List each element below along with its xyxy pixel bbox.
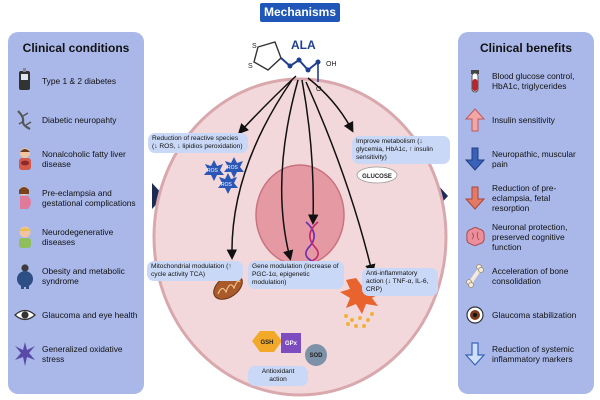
benefit-label: Reduction of systemic inflammatory marke…: [492, 343, 574, 364]
benefit-item: Reduction of systemic inflammatory marke…: [464, 334, 588, 373]
arrow-down-icon: [464, 341, 486, 366]
brain-icon: [466, 226, 485, 246]
condition-label: Diabetic neuropahty: [42, 114, 117, 125]
benefit-label: Blood glucose control, HbA1c, triglyceri…: [492, 70, 575, 91]
condition-label: Generalized oxidative stress: [42, 343, 123, 364]
elderly-person-icon: [19, 226, 31, 248]
benefit-item: Glaucoma stabilization: [464, 295, 588, 334]
sulfur-label: S: [252, 43, 257, 50]
callout-gene: Gene modulation (increase of PGC-1α, epi…: [248, 261, 344, 289]
benefit-label: Acceleration of bone consolidation: [492, 265, 569, 286]
arrow-down-icon: [464, 147, 486, 171]
eye-icon: [466, 305, 484, 324]
clinical-benefits-panel: Clinical benefits Blood glucose control,…: [458, 32, 594, 394]
benefit-label: Glaucoma stabilization: [492, 309, 577, 320]
condition-label: Type 1 & 2 diabetes: [42, 75, 117, 86]
ros-cluster: ROS ROS ROS: [204, 157, 244, 194]
inflammation-burst-icon: [340, 278, 382, 328]
oxygen-label: O: [316, 86, 322, 93]
mechanism-arrows: [226, 75, 376, 275]
dna-icon: [305, 221, 319, 263]
glucose-badge: [356, 166, 398, 184]
callout-anti-inflammatory: Anti-inflammatory action (↓ TNF-α, IL-6,…: [362, 268, 438, 296]
nerve-icon: [17, 109, 32, 130]
ros-label: ROS: [207, 168, 219, 174]
gsh-label: GSH: [260, 340, 273, 346]
gpx-square: [281, 333, 301, 353]
condition-item: Obesity and metabolic syndrome: [14, 256, 138, 295]
ros-label: ROS: [221, 182, 233, 188]
callout-mitochondrial: Mitochondrial modulation (↑ cycle activi…: [147, 261, 243, 281]
obese-person-icon: [17, 263, 33, 289]
clinical-conditions-title: Clinical conditions: [22, 41, 130, 55]
arrow-metabolism: [307, 77, 354, 133]
arrow-up-icon: [464, 107, 486, 131]
condition-label: Obesity and metabolic syndrome: [42, 265, 125, 286]
sod-label: SOD: [309, 353, 323, 359]
glucose-label: GLUCOSE: [362, 174, 392, 180]
gsh-hexagon: [252, 331, 282, 352]
condition-label: Glaucoma and eye health: [42, 309, 138, 320]
arrow-mitochondrial: [226, 79, 293, 260]
condition-item: Generalized oxidative stress: [14, 334, 138, 373]
callout-metabolism: Improve metabolism (↓ glycemia, HbA1c, ↑…: [352, 136, 450, 164]
arrow-inflammatory: [305, 81, 376, 275]
eye-icon: [14, 309, 36, 320]
clinical-conditions-panel: Clinical conditions Type 1 & 2 diabetes …: [8, 32, 144, 394]
benefit-label: Insulin sensitivity: [492, 114, 555, 125]
condition-item: Neurodegenerative diseases: [14, 217, 138, 256]
gpx-label: GPx: [285, 341, 298, 347]
ala-label: ALA: [291, 38, 316, 52]
condition-label: Nonalcoholic fatty liver disease: [42, 148, 126, 169]
condition-item: Pre-eclampsia and gestational complicati…: [14, 178, 138, 217]
condition-label: Pre-eclampsia and gestational complicati…: [42, 187, 136, 208]
condition-item: Type 1 & 2 diabetes: [14, 61, 138, 100]
benefit-label: Reduction of pre-eclampsia, fetal resorp…: [492, 182, 557, 213]
benefit-item: Neuronal protection, preserved cognitive…: [464, 217, 588, 256]
benefit-item: Reduction of pre-eclampsia, fetal resorp…: [464, 178, 588, 217]
burst-star-icon: [15, 341, 35, 366]
glucometer-icon: [19, 67, 30, 90]
sod-circle: [305, 344, 327, 366]
benefit-item: Insulin sensitivity: [464, 100, 588, 139]
callout-reactive-species: Reduction of reactive species (↓ ROS, ↓ …: [148, 133, 248, 153]
clinical-benefits-title: Clinical benefits: [479, 41, 573, 55]
callout-antioxidant: Antioxidant action: [248, 366, 308, 386]
arrow-dna: [301, 79, 319, 225]
condition-label: Neurodegenerative diseases: [42, 226, 114, 247]
benefit-item: Blood glucose control, HbA1c, triglyceri…: [464, 61, 588, 100]
liver-patient-icon: [19, 147, 31, 170]
mechanisms-title: Mechanisms: [260, 3, 340, 22]
benefit-item: Acceleration of bone consolidation: [464, 256, 588, 295]
benefit-label: Neuropathic, muscular pain: [492, 148, 576, 169]
arrow-gene: [280, 79, 299, 261]
pregnant-woman-icon: [19, 186, 31, 209]
condition-item: Glaucoma and eye health: [14, 295, 138, 334]
blood-tube-icon: [471, 69, 479, 92]
benefit-item: Neuropathic, muscular pain: [464, 139, 588, 178]
nucleus: [255, 164, 345, 266]
bone-icon: [466, 263, 484, 288]
condition-item: Diabetic neuropahty: [14, 100, 138, 139]
ala-molecule: S S ALA OH O: [248, 38, 337, 93]
arrow-down-icon: [464, 186, 486, 210]
condition-item: Nonalcoholic fatty liver disease: [14, 139, 138, 178]
sulfur-label: S: [248, 63, 253, 70]
hydroxyl-label: OH: [326, 61, 337, 68]
ros-label: ROS: [227, 165, 239, 171]
benefit-label: Neuronal protection, preserved cognitive…: [492, 221, 568, 252]
